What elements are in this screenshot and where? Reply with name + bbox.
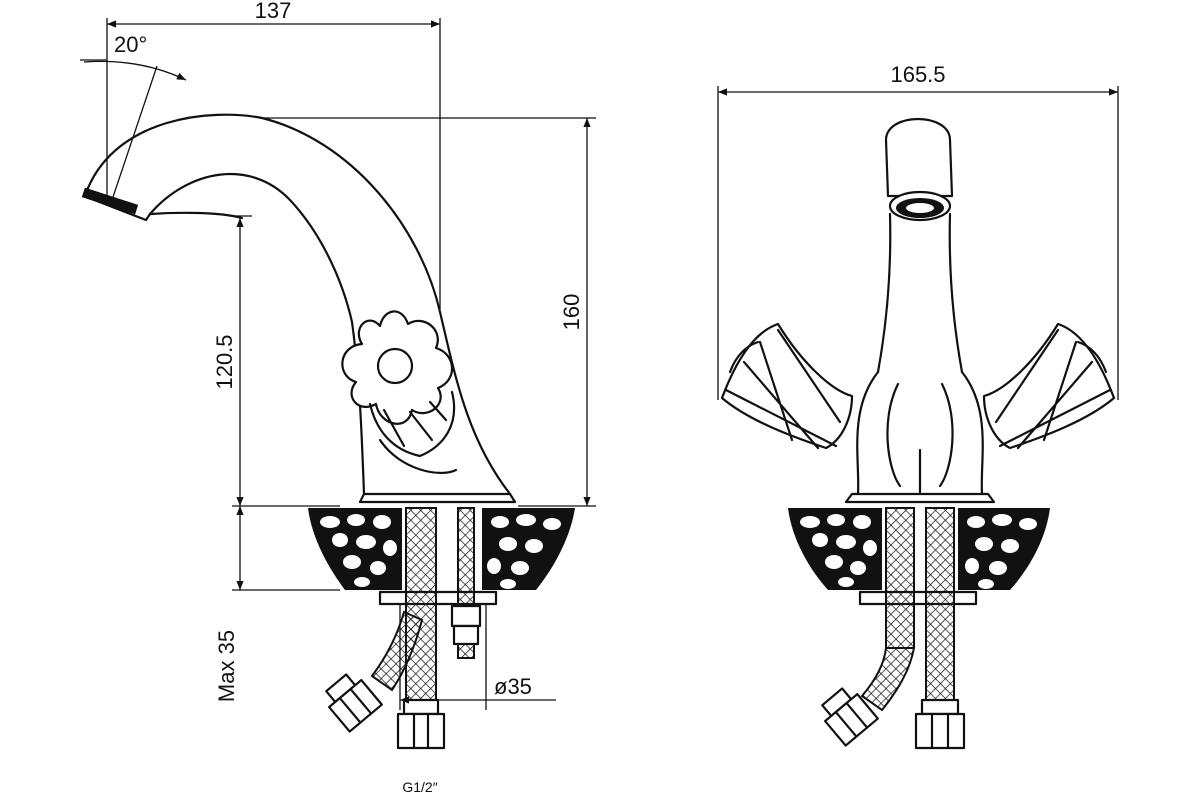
flex-hoses-side xyxy=(325,507,446,750)
dim-total-height-label: 160 xyxy=(559,294,584,331)
thread-label: G1/2″ xyxy=(402,779,437,795)
front-view: 165.5 xyxy=(717,62,1119,750)
dim-overall-reach-label: 137 xyxy=(255,0,292,23)
right-handle xyxy=(982,322,1116,450)
faucet-body xyxy=(350,310,517,504)
dim-spout-height-label: 120.5 xyxy=(212,334,237,389)
stone-base-side xyxy=(308,508,575,590)
dim-hole-diameter: ø35 xyxy=(399,604,556,710)
dim-overall-reach: 137 xyxy=(106,0,441,310)
dim-total-height: 160 xyxy=(262,117,596,507)
handle-cap xyxy=(376,347,414,385)
faucet-spout xyxy=(81,113,442,324)
dim-spout-angle-label: 20° xyxy=(114,32,147,57)
dim-hole-diameter-label: ø35 xyxy=(494,674,532,699)
aerator-tip xyxy=(81,187,139,215)
dim-overall-width-label: 165.5 xyxy=(890,62,945,87)
faucet-body-front xyxy=(844,118,996,504)
flex-hoses-front xyxy=(821,507,966,750)
mounting-hardware-side xyxy=(378,507,498,659)
dim-spout-height: 120.5 xyxy=(212,215,252,506)
star-handle xyxy=(341,310,456,458)
stone-base-front xyxy=(788,508,1050,606)
dim-max-mount-label: Max 35 xyxy=(214,630,239,702)
dim-overall-width: 165.5 xyxy=(717,62,1119,400)
dim-spout-angle: 20° xyxy=(80,32,187,201)
dim-max-mount: Max 35 xyxy=(214,505,340,702)
left-handle xyxy=(720,322,854,450)
side-view: 137 20° xyxy=(80,0,596,795)
